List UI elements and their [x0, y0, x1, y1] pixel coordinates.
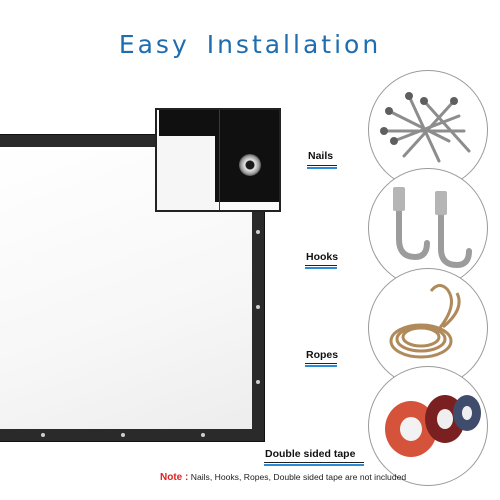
screen-surface-closeup	[157, 136, 215, 210]
grommet-dot	[201, 433, 205, 437]
ropes-circle	[368, 268, 488, 388]
rope-icon	[389, 284, 461, 359]
grommet-icon	[239, 154, 261, 176]
item-label-nails: Nails	[308, 150, 334, 162]
grommet-dot	[41, 433, 45, 437]
hooks-icon	[393, 187, 472, 269]
tape-icon	[385, 395, 481, 457]
underline	[305, 363, 337, 364]
grommet-dot	[256, 230, 260, 234]
underline	[264, 462, 364, 463]
note-text: Nails, Hooks, Ropes, Double sided tape a…	[188, 472, 407, 482]
tape-circle	[368, 366, 488, 486]
accent-underline	[305, 267, 337, 269]
nails-icon	[380, 92, 471, 163]
note-heading: Note :	[160, 472, 189, 483]
accent-underline	[307, 167, 337, 169]
item-label-double-sided-tape: Double sided tape	[265, 448, 356, 460]
grommet-dot	[256, 380, 260, 384]
item-label-ropes: Ropes	[306, 349, 339, 361]
accent-underline	[305, 365, 337, 367]
underline	[307, 165, 337, 166]
item-label-hooks: Hooks	[306, 251, 339, 263]
underline	[305, 265, 337, 266]
nails-circle	[368, 70, 488, 190]
stitch-line	[219, 110, 220, 210]
not-included-note: Note : Nails, Hooks, Ropes, Double sided…	[160, 472, 406, 483]
accent-underline	[264, 464, 364, 466]
grommet-zoom-inset	[155, 108, 281, 212]
grommet-dot	[256, 305, 260, 309]
grommet-dot	[121, 433, 125, 437]
page-title: Easy Installation	[118, 30, 382, 59]
